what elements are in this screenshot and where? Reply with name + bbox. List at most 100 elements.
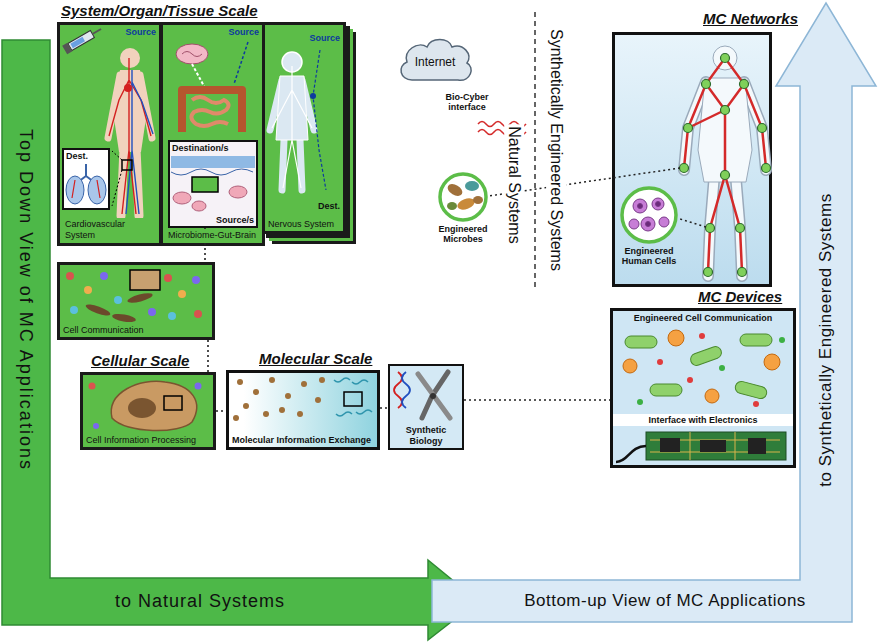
syringe [62, 25, 103, 55]
network-nodes [680, 54, 771, 277]
engineered-bacteria [753, 401, 759, 407]
nervous-figure [276, 76, 308, 140]
molecule-chains [334, 378, 372, 416]
dna [394, 372, 402, 408]
circuit-board [646, 432, 786, 460]
circuit-board [660, 438, 680, 452]
syringe [70, 37, 85, 48]
network-nodes [758, 124, 767, 133]
microbes [456, 196, 476, 212]
signalling-cells [85, 302, 112, 317]
molecule-chains [356, 410, 372, 414]
molecules [253, 389, 259, 395]
signalling-cells [194, 310, 202, 318]
zoom-connector [216, 410, 226, 412]
source-label: Source/s [216, 215, 254, 225]
bottom-up-arrow-shape [432, 3, 876, 622]
signalling-cells [148, 308, 156, 316]
circuit-board [616, 432, 786, 462]
zoom-circle-outline [620, 186, 678, 244]
lungs [66, 176, 84, 204]
molecule-chains [336, 412, 352, 416]
pliers [422, 372, 448, 418]
arrow-label: Top Down View of MC Applications [16, 129, 37, 471]
dna [394, 372, 410, 408]
gut-brain-axis [192, 64, 205, 88]
scale-box: Cellular ScaleCell Information Processin… [80, 372, 216, 450]
lungs [78, 164, 94, 182]
destination-label: Dest. [66, 151, 88, 161]
syringe [92, 28, 102, 35]
signalling-cells [164, 274, 172, 282]
engineered-bacteria [623, 359, 637, 373]
engineered-bacteria [668, 330, 684, 346]
signalling-cells [66, 272, 74, 280]
lungs [88, 176, 106, 204]
human-cells [646, 222, 651, 227]
blood-vessels [126, 70, 153, 214]
network-body [684, 82, 766, 276]
human-cells [638, 204, 643, 209]
zoom-circle-shape [440, 174, 486, 220]
signalling-cells [112, 312, 137, 323]
cell-body [128, 398, 156, 418]
nervous-figure [272, 66, 312, 188]
destination-label: Dest. [318, 201, 340, 211]
brain [176, 44, 208, 64]
engineered-bacteria [779, 337, 785, 343]
panel-caption: Nervous System [268, 219, 340, 229]
intestine [182, 90, 242, 132]
molecules [297, 411, 303, 417]
signalling-cells [114, 296, 122, 304]
section-heading: Molecular Scale [259, 350, 372, 367]
cell-body [89, 381, 202, 430]
molecules [269, 377, 275, 383]
engineered-bacteria [734, 380, 768, 400]
pliers [418, 374, 450, 418]
arrow-label: Bottom-up View of MC Applications [524, 591, 806, 611]
microbes [446, 181, 483, 212]
circuit-board [616, 446, 646, 462]
section-heading: System/Organ/Tissue Scale [61, 2, 258, 19]
network-nodes [684, 124, 693, 133]
source-label: Source [228, 27, 259, 37]
internet-cloud-shape [401, 40, 471, 81]
human-cells [633, 199, 647, 213]
organ-panel: SourceDest. Nervous System [262, 22, 346, 234]
syringe [68, 31, 95, 51]
section-heading: Cellular Scale [91, 352, 189, 369]
signalling-cells [192, 276, 200, 284]
molecules [319, 377, 325, 383]
zoom-circle: Engineered Microbes [438, 172, 488, 222]
tissue [171, 156, 255, 211]
network-body [698, 78, 752, 182]
box-caption: Engineered Cell Communication [613, 313, 793, 323]
zoom-marker [112, 151, 122, 206]
molecules [285, 393, 291, 399]
signal-path [313, 50, 326, 190]
engineered-bacteria [764, 354, 780, 370]
device-panel: MC DevicesEngineered Cell CommunicationI… [610, 308, 796, 468]
source-label: Source [309, 33, 340, 43]
human-body [120, 48, 140, 68]
region-label: Natural Systems [504, 124, 524, 245]
network-links [684, 58, 766, 272]
engineered-bacteria [719, 365, 725, 371]
box-caption: Molecular Information Exchange [232, 435, 374, 445]
human-body [121, 148, 124, 216]
interface-band: Interface with Electronics [613, 414, 793, 426]
signalling-cells [168, 312, 176, 320]
source-label: Source [125, 27, 156, 37]
engineered-bacteria [623, 330, 785, 407]
network-panel: Engineered Human CellsMC Networks [612, 32, 772, 287]
panel-caption: Cardiovascular System [63, 218, 156, 241]
microbes [447, 202, 457, 210]
human-cells [629, 219, 639, 229]
molecules [279, 407, 285, 413]
human-body [136, 148, 139, 216]
network-body [713, 46, 737, 70]
bio-cyber-signal [478, 122, 526, 127]
zoom-leader [680, 219, 706, 227]
tissue [229, 186, 247, 198]
network-nodes [704, 268, 713, 277]
